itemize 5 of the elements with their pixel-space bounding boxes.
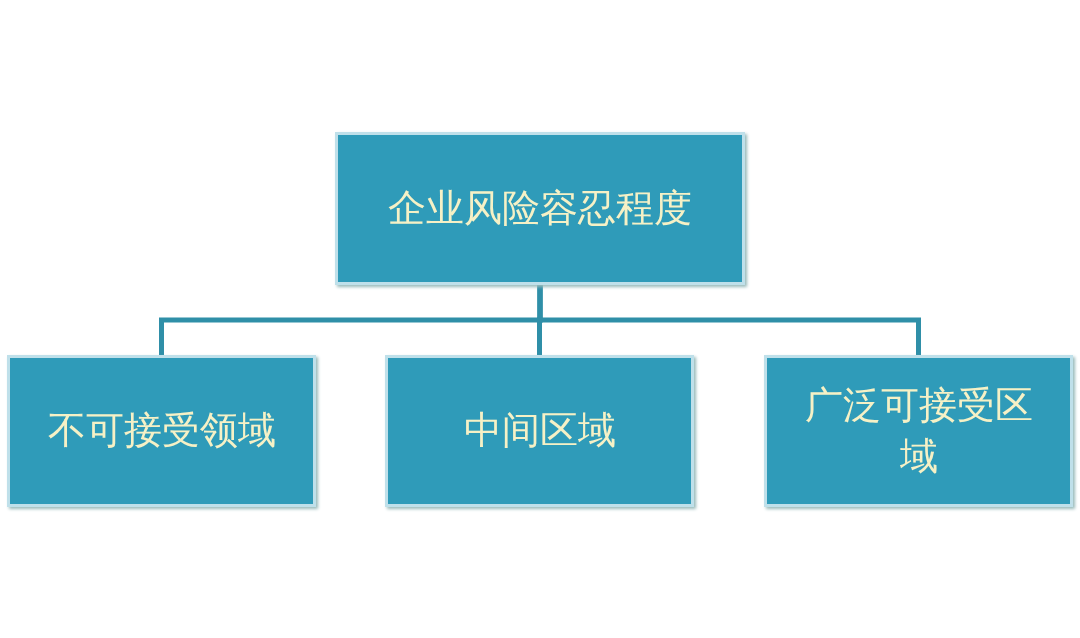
connector-line (537, 285, 921, 355)
category-box: 广泛可接受区域 (764, 355, 1073, 507)
category-box: 企业风险容忍程度 (335, 132, 745, 285)
category-box: 不可接受领域 (7, 355, 316, 507)
category-box: 中间区域 (385, 355, 694, 507)
